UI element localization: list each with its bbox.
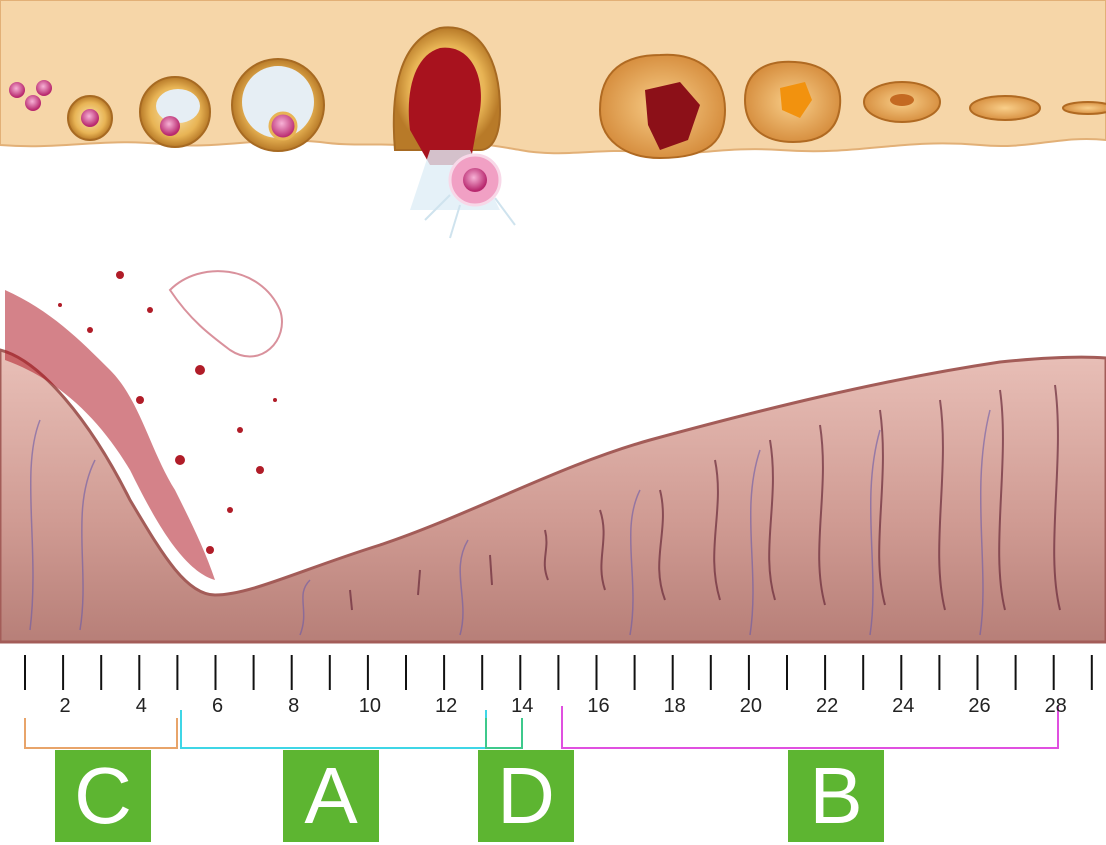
corpus-luteum (600, 55, 725, 158)
phase-box-d: D (478, 750, 574, 842)
day-label: 2 (45, 695, 85, 718)
day-label: 18 (655, 695, 695, 718)
phase-box-a: A (283, 750, 379, 842)
day-label: 12 (426, 695, 466, 718)
day-label: 28 (1036, 695, 1076, 718)
phase-bracket-c (25, 718, 177, 748)
endometrium-illustration (0, 250, 1106, 650)
day-label: 20 (731, 695, 771, 718)
graafian-follicle (232, 59, 324, 151)
day-label: 6 (198, 695, 238, 718)
ovarian-cycle-illustration (0, 0, 1106, 250)
corpus-albicans-3 (1063, 102, 1106, 114)
day-label: 22 (807, 695, 847, 718)
day-label: 8 (274, 695, 314, 718)
secondary-follicle (140, 77, 210, 147)
corpus-luteum-regressing (745, 62, 840, 142)
day-label: 14 (502, 695, 542, 718)
phase-box-b: B (788, 750, 884, 842)
phase-bracket-d (486, 718, 522, 748)
day-label: 26 (960, 695, 1000, 718)
phase-box-c: C (55, 750, 151, 842)
corpus-albicans-1 (864, 82, 940, 122)
day-label: 24 (883, 695, 923, 718)
corpus-albicans-2 (970, 96, 1040, 120)
day-label: 10 (350, 695, 390, 718)
primary-follicle (68, 96, 112, 140)
day-label: 4 (121, 695, 161, 718)
day-label: 16 (579, 695, 619, 718)
